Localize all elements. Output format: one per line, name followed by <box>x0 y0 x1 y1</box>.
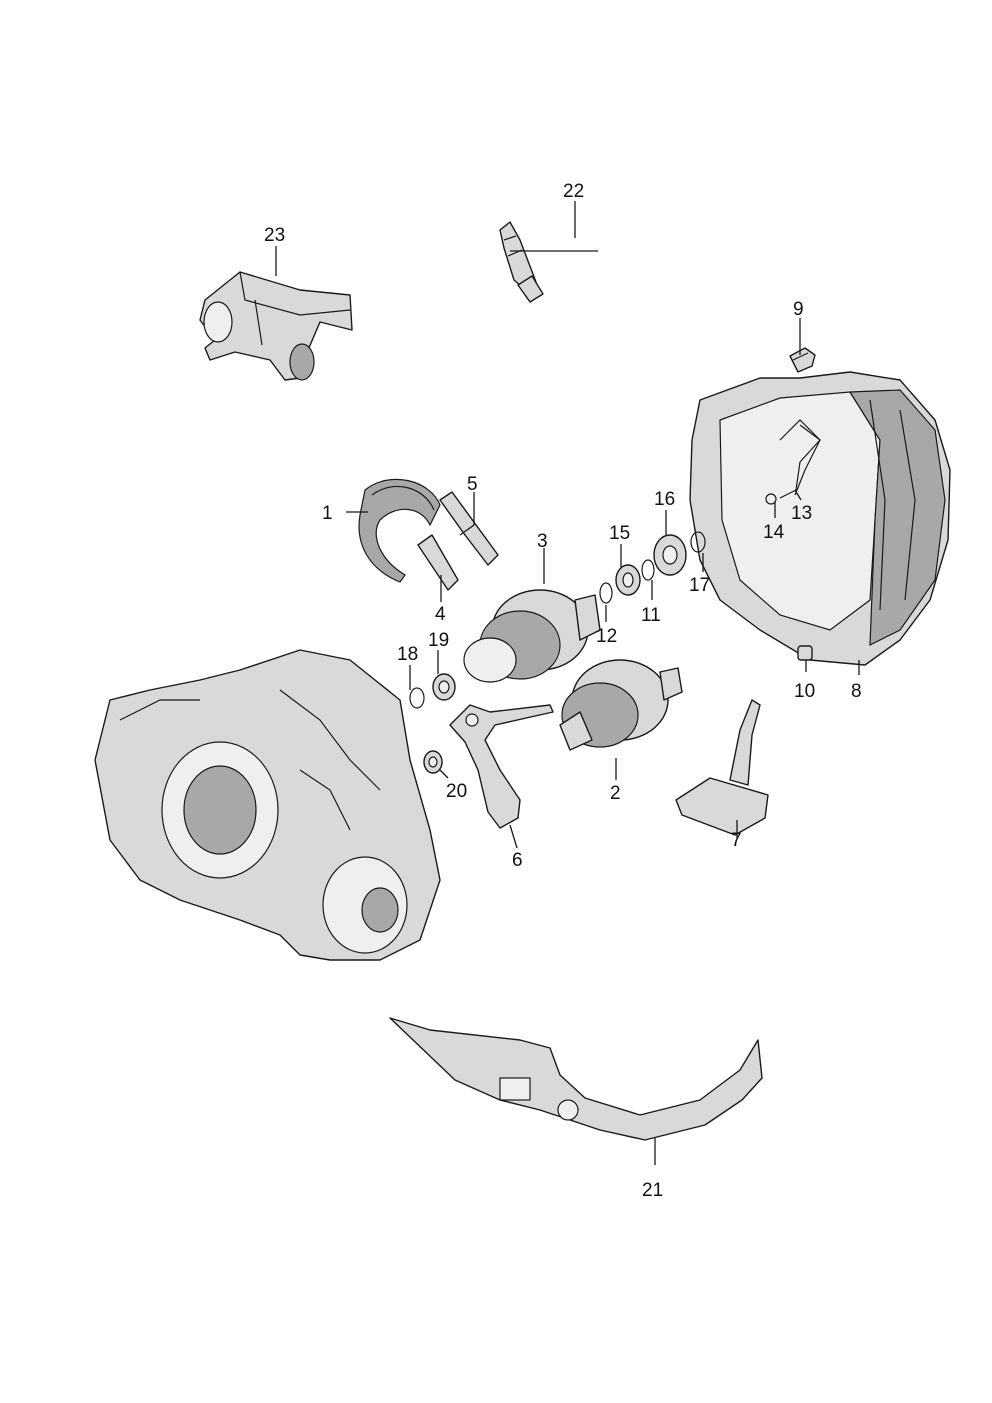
part-20-seal <box>423 750 443 774</box>
callout-14: 14 <box>763 522 785 543</box>
callout-8: 8 <box>851 681 862 702</box>
callout-labels: 1 2 3 4 5 6 7 8 9 10 11 12 13 14 15 16 1… <box>264 181 862 1201</box>
callout-18: 18 <box>397 644 418 665</box>
callout-6: 6 <box>512 850 523 871</box>
callout-20: 20 <box>446 781 467 802</box>
part-6-selector-shaft <box>449 704 554 829</box>
callout-5: 5 <box>467 474 478 495</box>
callout-13: 13 <box>791 503 812 524</box>
main-gearbox-housing <box>94 649 441 961</box>
part-22-speed-sensor <box>499 221 544 303</box>
part-8-transmission-cover <box>689 371 951 666</box>
part-7-oil-filter <box>675 699 769 836</box>
part-2-planet-carrier <box>559 659 683 751</box>
part-12-ring <box>599 582 613 604</box>
part-1-brake-band <box>358 478 441 583</box>
callout-11: 11 <box>641 605 661 626</box>
callout-10: 10 <box>794 681 815 702</box>
part-11-ring <box>641 559 655 581</box>
callout-3: 3 <box>537 531 548 552</box>
part-15-bearing <box>615 564 641 596</box>
callout-1: 1 <box>322 503 333 524</box>
part-9-bolt <box>789 347 816 373</box>
part-19-needle-bearing <box>432 673 456 701</box>
callout-17: 17 <box>689 575 710 596</box>
callout-12: 12 <box>596 626 617 647</box>
part-17-ring <box>690 531 706 553</box>
part-21-protective-plate <box>389 1017 763 1141</box>
part-3-planetary-gearset <box>463 589 601 683</box>
callout-4: 4 <box>435 604 446 625</box>
part-23-connector-housing <box>199 271 353 381</box>
part-4-lever <box>417 534 459 591</box>
part-18-circlip <box>409 687 425 709</box>
callout-23: 23 <box>264 225 285 246</box>
callout-16: 16 <box>654 489 675 510</box>
callout-19: 19 <box>428 630 449 651</box>
leader-lines <box>275 201 860 1165</box>
part-13-tube <box>779 424 821 499</box>
part-10-plug <box>797 645 813 661</box>
callout-2: 2 <box>610 783 621 804</box>
callout-22: 22 <box>563 181 584 202</box>
callout-15: 15 <box>609 523 630 544</box>
callout-21: 21 <box>642 1180 663 1201</box>
callout-9: 9 <box>793 299 804 320</box>
callout-7: 7 <box>731 830 742 851</box>
part-16-ball-bearing <box>653 534 687 576</box>
